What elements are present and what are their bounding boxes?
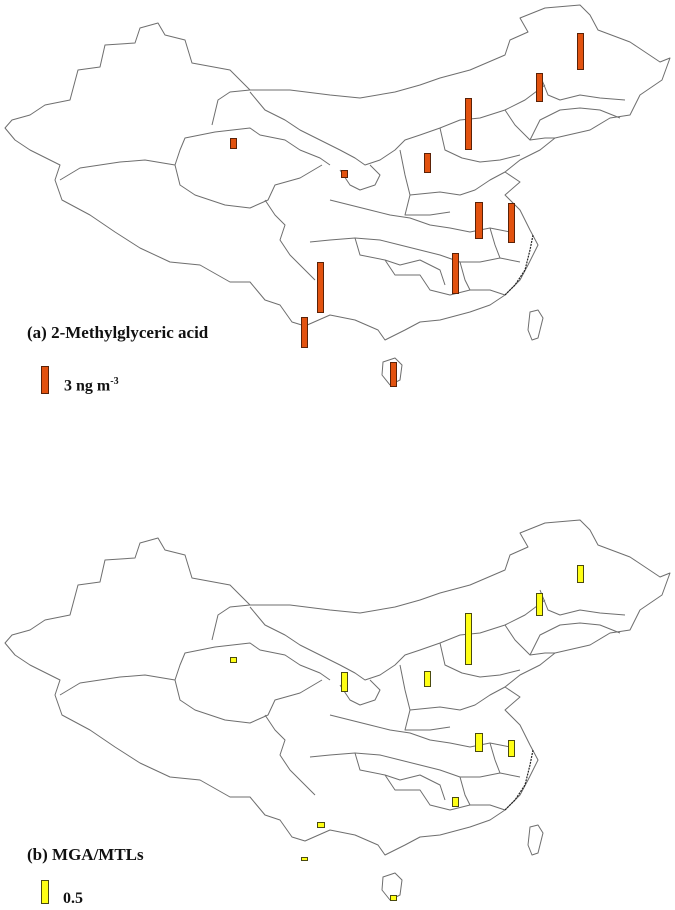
bar-a-hubei — [452, 253, 459, 294]
bar-b-yunnan — [301, 857, 308, 861]
province-borders — [4, 519, 671, 901]
bar-a-heilongjiang — [577, 33, 584, 70]
legend-a-value: 3 ng m-3 — [64, 376, 119, 395]
legend-a-swatch — [41, 366, 49, 394]
panel-b-map: (b) MGA/MTLs 0.5 — [0, 510, 675, 910]
china-map-a — [4, 4, 671, 386]
bar-a-jiangsu — [508, 203, 515, 243]
bar-b-hainan — [390, 895, 397, 901]
panel-a-map: (a) 2-Methylglyceric acid 3 ng m-3 — [4, 4, 671, 395]
panel-b-title: (b) MGA/MTLs — [27, 845, 144, 864]
bar-a-yunnan — [301, 317, 308, 348]
bar-b-sichuan — [317, 822, 325, 828]
bar-b-jilin — [536, 593, 543, 616]
bar-a-gansu — [341, 170, 348, 178]
bar-a-henan — [475, 202, 483, 239]
coastline-detail — [504, 234, 534, 296]
bar-b-beijing — [465, 613, 472, 665]
bar-b-jiangsu — [508, 740, 515, 757]
bar-a-beijing — [465, 98, 472, 150]
bar-a-sichuan — [317, 262, 324, 313]
bar-a-hainan — [390, 362, 397, 387]
legend-b-swatch — [41, 880, 49, 904]
bar-b-gansu — [341, 672, 348, 692]
bar-b-xinjiang — [230, 657, 237, 663]
legend-b-value: 0.5 — [63, 890, 83, 907]
bar-b-henan — [475, 733, 483, 752]
bar-b-hubei — [452, 797, 459, 807]
bar-b-shanxi — [424, 671, 431, 687]
panel-a-title: (a) 2-Methylglyceric acid — [27, 323, 209, 342]
bar-b-heilongjiang — [577, 565, 584, 583]
bar-a-shanxi — [424, 153, 431, 173]
china-map-b — [4, 519, 671, 901]
province-borders — [4, 4, 671, 386]
bar-a-jilin — [536, 73, 543, 102]
bar-a-xinjiang — [230, 138, 237, 149]
